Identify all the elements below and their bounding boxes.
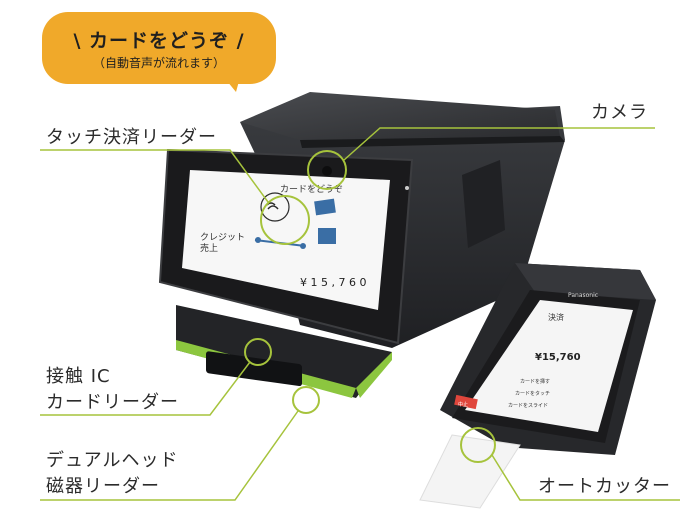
- label-ic-reader-line1: 接触 IC: [46, 366, 111, 387]
- label-magnetic-line1: デュアルヘッド: [46, 450, 179, 471]
- magnetic-reader-marker: [292, 386, 320, 414]
- main-screen-mode-line1: クレジット: [200, 232, 245, 243]
- handheld-brand: Panasonic: [568, 292, 598, 299]
- label-touch-reader: タッチ決済リーダー: [46, 127, 217, 148]
- handheld-option-insert: カードを挿す: [520, 378, 550, 385]
- main-screen-header: カードをどうぞ: [280, 184, 343, 195]
- bubble-title: \ カードをどうぞ /: [73, 30, 245, 52]
- bubble-subtitle: （自動音声が流れます）: [92, 56, 225, 70]
- label-auto-cutter: オートカッター: [538, 476, 671, 497]
- handheld-amount: ¥15,760: [535, 352, 581, 363]
- main-screen-art: カードをどうぞ クレジット 売上 ¥ 1 5 , 7 6 0: [200, 184, 366, 289]
- label-magnetic-line2: 磁器リーダー: [46, 476, 160, 497]
- auto-cutter-marker: [460, 427, 496, 463]
- main-screen-amount: ¥ 1 5 , 7 6 0: [300, 276, 366, 289]
- ic-reader-marker: [244, 338, 272, 366]
- handheld-cancel: 中止: [458, 401, 468, 408]
- magnetic-reader-line: [40, 410, 299, 501]
- callout-markers: [244, 150, 496, 463]
- handheld-option-slide: カードをスライド: [508, 402, 548, 409]
- label-ic-reader-line2: カードリーダー: [46, 392, 179, 413]
- touch-reader-marker: [260, 195, 310, 245]
- touch-reader-line: [40, 149, 269, 203]
- handheld-terminal: Panasonic 決済 ¥15,760 カードを挿す カードをタッチ カードを…: [419, 263, 656, 509]
- camera-marker: [307, 150, 347, 190]
- handheld-option-touch: カードをタッチ: [515, 390, 550, 397]
- main-terminal: [158, 92, 565, 398]
- label-camera: カメラ: [591, 102, 648, 123]
- ic-reader-line: [40, 361, 251, 416]
- main-screen-mode-line2: 売上: [200, 242, 218, 254]
- speech-bubble-tail: [218, 70, 242, 92]
- callout-lines: [40, 127, 680, 501]
- auto-cutter-line: [491, 454, 680, 501]
- handheld-title: 決済: [548, 312, 564, 322]
- camera-line: [343, 127, 655, 161]
